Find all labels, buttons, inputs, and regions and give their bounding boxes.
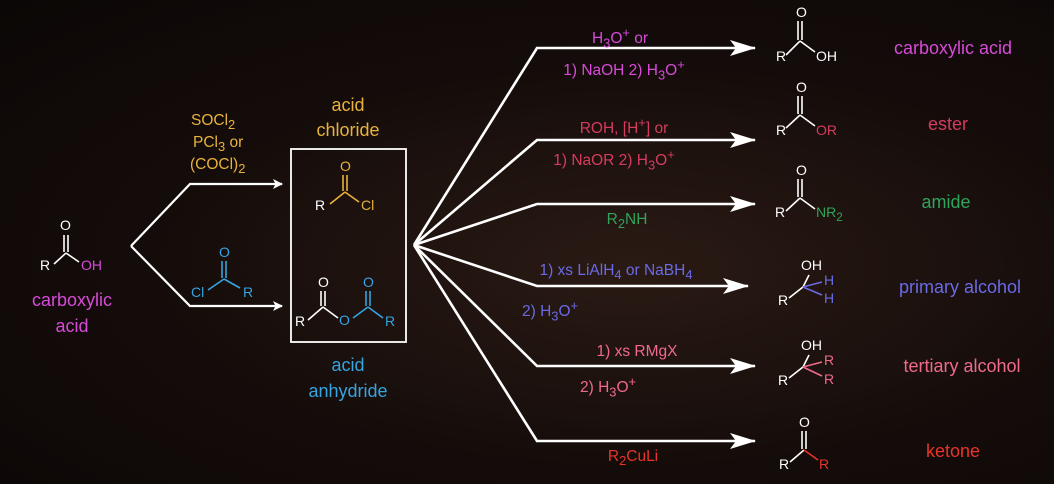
product-primary-atom-r: R (778, 292, 789, 308)
upper-reagent-line2: PCl3 or (193, 134, 244, 155)
product-ester-atom-or: OR (816, 122, 837, 138)
product-primary-atom-h2: H (824, 290, 835, 306)
acid-chloride-skeleton (329, 175, 360, 205)
upper-reagent-line3: (COCl)2 (190, 156, 246, 177)
reagent-amide-line1: R2NH (606, 211, 648, 232)
product-ketone-atom-o: O (799, 414, 810, 430)
arrow-ketone (412, 244, 756, 449)
product-primary-alcohol-skeleton (788, 274, 823, 299)
product-acid-atom-o: O (796, 4, 807, 20)
product-primary-atom-oh: OH (801, 257, 822, 273)
arrow-carboxylic-acid (412, 40, 756, 246)
product-ketone-atom-r2: R (819, 456, 830, 472)
product-label-primary-alcohol: primary alcohol (898, 277, 1022, 297)
product-ester-atom-r: R (776, 122, 787, 138)
chloride-atom-cl: Cl (361, 197, 375, 213)
reagent-ketone-line1: R2CuLi (607, 448, 659, 469)
lower-reagent-skeleton (207, 261, 241, 291)
product-label-ketone: ketone (925, 441, 981, 461)
chloride-atom-r: R (315, 197, 326, 213)
reagent-tertiary-line2: 2) H3O+ (580, 374, 637, 400)
product-tertiary-atom-r: R (778, 372, 789, 388)
anhydride-atom-r2: R (385, 313, 396, 329)
product-label-carboxylic-acid: carboxylic acid (893, 38, 1013, 58)
product-tertiary-atom-r2: R (824, 371, 835, 387)
product-amide-atom-o: O (796, 162, 807, 178)
anhydride-atom-o-bridge: O (339, 312, 350, 328)
product-amide-atom-r: R (775, 204, 786, 220)
reagent-acid-line1: H3O+ or (591, 25, 649, 51)
lower-reagent-atom-o: O (219, 244, 230, 260)
acid-anhydride-label-line1: acid (331, 355, 365, 375)
lower-route-arrow (130, 245, 283, 311)
product-ketone-atom-r: R (779, 456, 790, 472)
chloride-atom-o: O (340, 158, 351, 174)
lower-reagent-atom-cl: Cl (191, 284, 205, 300)
acid-chloride-label-line1: acid (331, 95, 365, 115)
start-atom-o: O (60, 217, 71, 233)
reagent-tertiary-line1: 1) xs RMgX (596, 343, 678, 360)
product-tertiary-alcohol-skeleton (788, 354, 823, 379)
product-acid-atom-oh: OH (816, 48, 837, 64)
reagent-ester-line1: ROH, [H+] or (579, 115, 669, 138)
product-acid-skeleton (785, 21, 816, 56)
anhydride-atom-o1: O (318, 274, 329, 290)
lower-reagent-atom-r: R (243, 284, 254, 300)
anhydride-atom-r1: R (295, 313, 306, 329)
product-ester-atom-o: O (796, 79, 807, 95)
product-amide-atom-nr2: NR2 (816, 204, 843, 224)
upper-reagent-line1: SOCl2 (191, 112, 236, 133)
start-label-line1: carboxylic (31, 290, 113, 310)
arrow-primary-alcohol (413, 243, 749, 294)
arrow-amide (413, 196, 756, 247)
fork-lines (130, 179, 283, 311)
reagent-primary-line2: 2) H3O+ (522, 298, 579, 324)
start-acid-skeleton (53, 235, 80, 265)
product-tertiary-atom-r1: R (824, 352, 835, 368)
product-label-tertiary-alcohol: tertiary alcohol (903, 356, 1021, 376)
reaction-arrows (412, 40, 756, 449)
arrow-tertiary-alcohol (413, 244, 756, 374)
acid-anhydride-label-line2: anhydride (308, 381, 388, 401)
acid-chloride-label-line2: chloride (316, 120, 380, 140)
upper-route-arrow (130, 179, 283, 247)
product-label-ester: ester (927, 114, 969, 134)
product-primary-atom-h1: H (824, 272, 835, 288)
product-acid-atom-r: R (776, 48, 787, 64)
product-ketone-skeleton (789, 431, 819, 463)
reagent-primary-line1: 1) xs LiAlH4 or NaBH4 (539, 262, 693, 283)
intermediates-box (290, 148, 407, 343)
arrow-ester (413, 132, 756, 246)
anhydride-atom-o2: O (363, 274, 374, 290)
product-label-amide: amide (921, 192, 971, 212)
start-atom-oh: OH (81, 257, 102, 273)
product-amide-skeleton (785, 179, 816, 212)
start-atom-r: R (40, 257, 51, 273)
reagent-ester-line2: 1) NaOR 2) H3O+ (553, 147, 675, 173)
reagent-acid-line2: 1) NaOH 2) H3O+ (563, 57, 685, 83)
anhydride-skeleton (307, 291, 384, 321)
product-tertiary-atom-oh: OH (801, 337, 822, 353)
product-ester-skeleton (785, 96, 816, 129)
start-label-line2: acid (55, 316, 89, 336)
